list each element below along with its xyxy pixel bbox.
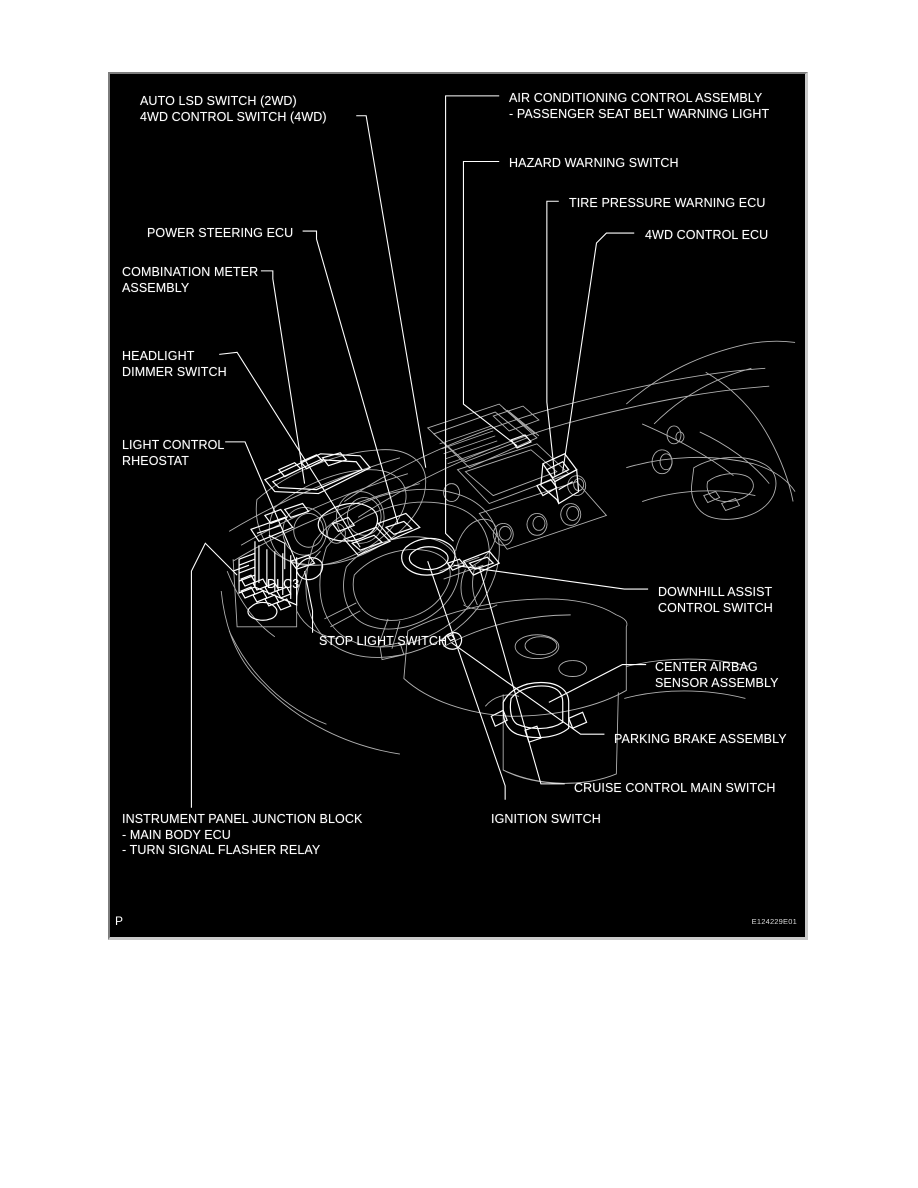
dlc3-label: DLC3 [267, 577, 300, 591]
power-steering-ecu-label: POWER STEERING ECU [147, 226, 294, 240]
leader-cruise-control [478, 566, 565, 785]
leader-ignition-switch [427, 560, 506, 800]
hazard-warning-switch-label: HAZARD WARNING SWITCH [509, 156, 679, 170]
leader-lines [190, 95, 649, 808]
air-conditioning-control-assembly-label: AIR CONDITIONING CONTROL ASSEMBLY - PASS… [509, 91, 770, 121]
headlight-dimmer-switch-label: HEADLIGHT DIMMER SWITCH [122, 349, 227, 379]
leader-light-control-rheostat [225, 441, 298, 564]
leader-downhill-assist [453, 564, 649, 590]
downhill-assist-control-switch-label: DOWNHILL ASSIST CONTROL SWITCH [658, 585, 773, 615]
figure-plate: AUTO LSD SWITCH (2WD) 4WD CONTROL SWITCH… [108, 72, 808, 940]
leader-dlc3 [268, 534, 286, 570]
ignition-switch-label: IGNITION SWITCH [491, 812, 601, 826]
leader-tire-pressure [546, 200, 559, 476]
leader-auto-lsd-switch [356, 115, 427, 468]
4wd-control-ecu-label: 4WD CONTROL ECU [645, 228, 769, 242]
leader-ipjb [190, 542, 238, 808]
tire-pressure-warning-ecu-label: TIRE PRESSURE WARNING ECU [569, 196, 766, 210]
stop-light-switch-label: STOP LIGHT SWITCH [319, 634, 448, 648]
leader-4wd-control-ecu [562, 232, 635, 472]
dashboard-illustration [220, 340, 796, 784]
center-airbag-sensor-assembly-label: CENTER AIRBAG SENSOR ASSEMBLY [655, 660, 779, 690]
leader-stop-light-switch [304, 571, 314, 633]
light-control-rheostat-label: LIGHT CONTROL RHEOSTAT [122, 438, 225, 468]
combination-meter-assembly-label: COMBINATION METER ASSEMBLY [122, 265, 259, 295]
auto-lsd-switch-label: AUTO LSD SWITCH (2WD) 4WD CONTROL SWITCH… [140, 94, 327, 124]
instrument-panel-line-art [190, 95, 796, 808]
leader-power-steering-ecu [302, 230, 399, 524]
leader-center-airbag [548, 664, 647, 703]
cruise-control-main-switch-label: CRUISE CONTROL MAIN SWITCH [574, 781, 776, 795]
leader-air-conditioning [445, 95, 500, 542]
corner-mark: P [115, 914, 124, 928]
parking-brake-assembly-label: PARKING BRAKE ASSEMBLY [614, 732, 787, 746]
instrument-panel-junction-block-label: INSTRUMENT PANEL JUNCTION BLOCK - MAIN B… [122, 812, 363, 857]
figure-code: E124229E01 [751, 917, 797, 926]
leader-parking-brake [451, 642, 605, 735]
leader-hazard-warning [462, 160, 518, 447]
leader-headlight-dimmer [219, 351, 361, 548]
leader-combination-meter [260, 270, 306, 484]
